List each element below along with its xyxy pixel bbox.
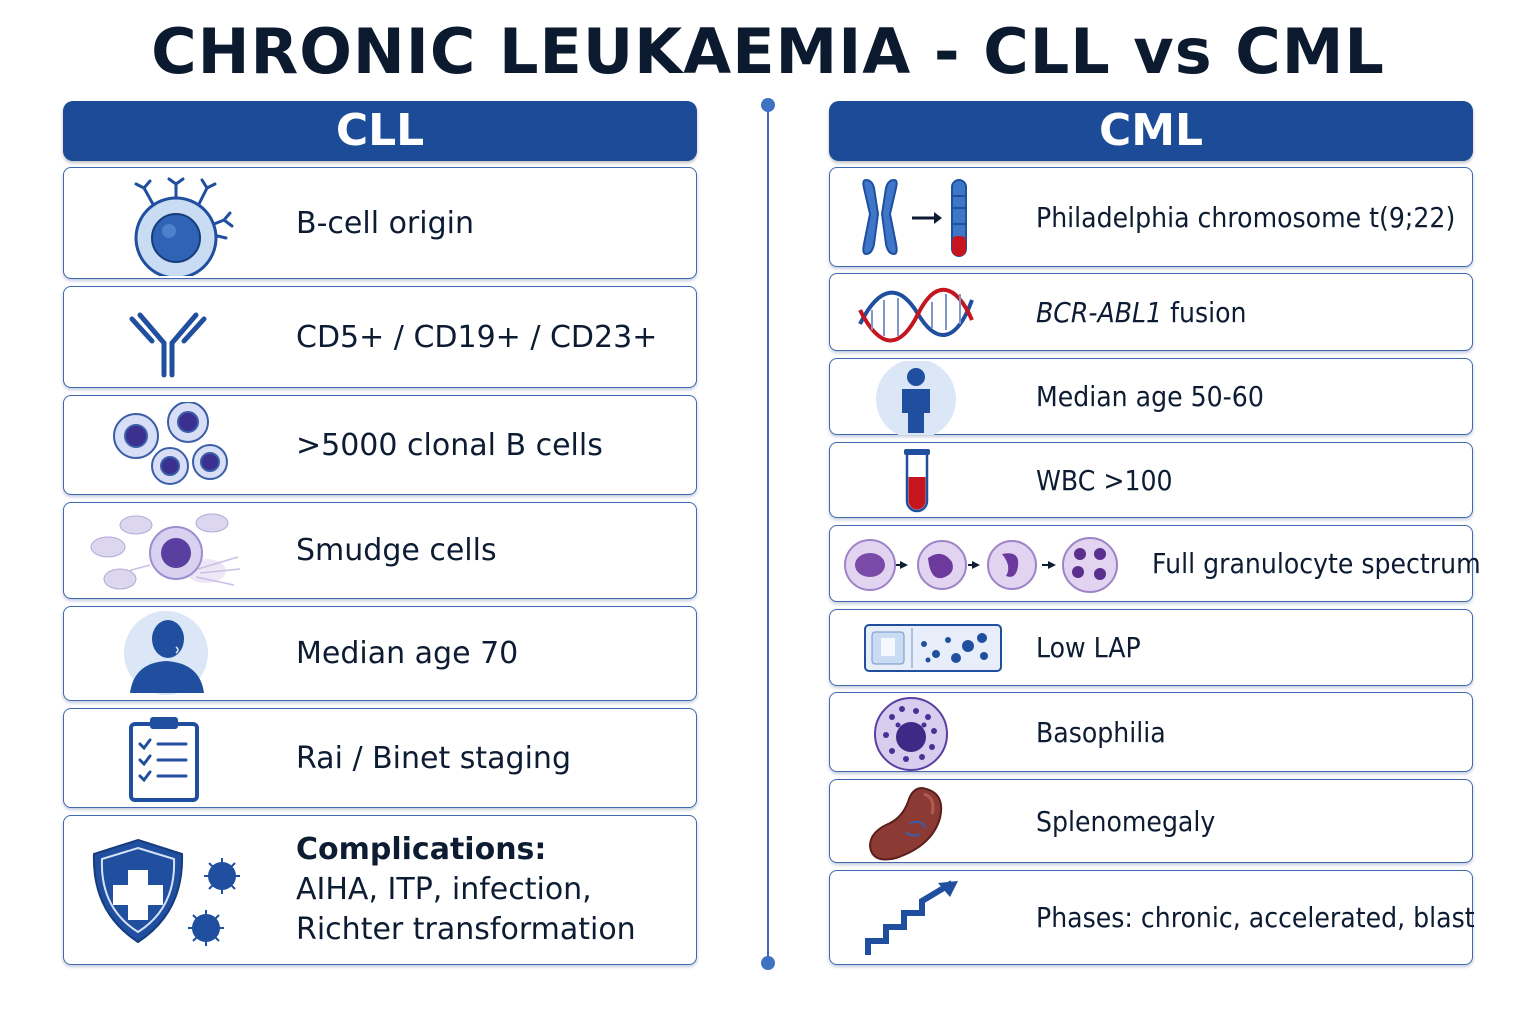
cll-card-complications: Complications: AIHA, ITP, infection, Ric… — [63, 815, 697, 965]
cml-card-bcr-abl1: BCR-ABL1 fusion — [829, 273, 1473, 351]
cml-card-splenomegaly: Splenomegaly — [829, 779, 1473, 863]
cll-card-staging: Rai / Binet staging — [63, 708, 697, 808]
cml-label: Full granulocyte spectrum — [1152, 547, 1481, 580]
person-icon — [874, 361, 958, 435]
cml-header: CML — [829, 101, 1473, 161]
spleen-icon — [866, 784, 946, 862]
shield-virus-icon — [90, 836, 260, 954]
complications-line: AIHA, ITP, infection, — [296, 872, 592, 907]
microscope-slide-icon — [864, 624, 1002, 672]
blood-test-tube-icon — [902, 447, 932, 515]
cll-card-smudge-cells: Smudge cells — [63, 502, 697, 599]
cml-label: Basophilia — [1036, 715, 1166, 749]
granulocyte-maturation-icon — [842, 536, 1122, 594]
cml-label: BCR-ABL1 fusion — [1036, 274, 1246, 350]
cll-card-median-age: Median age 70 — [63, 606, 697, 701]
basophil-icon — [872, 695, 950, 773]
cll-header: CLL — [63, 101, 697, 161]
cml-label: WBC >100 — [1036, 463, 1173, 497]
complications-line: Richter transformation — [296, 912, 636, 947]
cml-card-phases: Phases: chronic, accelerated, blast — [829, 870, 1475, 965]
cll-card-cd-markers: CD5+ / CD19+ / CD23+ — [63, 286, 697, 388]
cml-label: Philadelphia chromosome t(9;22) — [1036, 200, 1456, 234]
complications-text: Complications: AIHA, ITP, infection, Ric… — [296, 816, 636, 964]
cml-label: Low LAP — [1036, 631, 1141, 664]
cml-label: Median age 50-60 — [1036, 380, 1264, 413]
clipboard-checklist-icon — [128, 714, 200, 802]
clonal-cells-icon — [110, 402, 232, 488]
elderly-person-icon — [116, 611, 220, 697]
label-suffix: fusion — [1162, 295, 1247, 329]
cll-card-b-cell-origin: B-cell origin — [63, 167, 697, 279]
cml-card-granulocyte: Full granulocyte spectrum — [829, 525, 1481, 602]
smudge-cell-icon — [88, 509, 248, 593]
rising-stairs-arrow-icon — [862, 879, 962, 959]
cll-label: >5000 clonal B cells — [296, 427, 603, 463]
column-divider — [767, 104, 769, 964]
divider-bottom-dot — [761, 956, 775, 970]
cml-card-lap: Low LAP — [829, 609, 1473, 686]
complications-heading: Complications: — [296, 832, 547, 867]
antibody-icon — [128, 299, 208, 379]
gene-name: BCR-ABL1 — [1036, 295, 1163, 329]
cml-label: Phases: chronic, accelerated, blast — [1036, 901, 1475, 934]
page-title: CHRONIC LEUKAEMIA - CLL vs CML — [151, 15, 1385, 88]
cll-label: CD5+ / CD19+ / CD23+ — [296, 319, 658, 355]
cml-card-median-age: Median age 50-60 — [829, 358, 1473, 435]
cll-card-clonal-b-cells: >5000 clonal B cells — [63, 395, 697, 495]
chromosome-translocation-icon — [860, 178, 980, 258]
lymphocyte-icon — [114, 176, 244, 276]
cml-label: Splenomegaly — [1036, 804, 1216, 838]
cml-card-wbc: WBC >100 — [829, 442, 1473, 518]
cll-label: Median age 70 — [296, 636, 519, 671]
dna-helix-icon — [856, 280, 976, 346]
cll-label: Smudge cells — [296, 533, 497, 568]
cml-card-philadelphia: Philadelphia chromosome t(9;22) — [829, 167, 1473, 267]
cml-card-basophilia: Basophilia — [829, 692, 1473, 772]
divider-top-dot — [761, 98, 775, 112]
cll-label: Rai / Binet staging — [296, 740, 571, 776]
cll-label: B-cell origin — [296, 205, 474, 241]
